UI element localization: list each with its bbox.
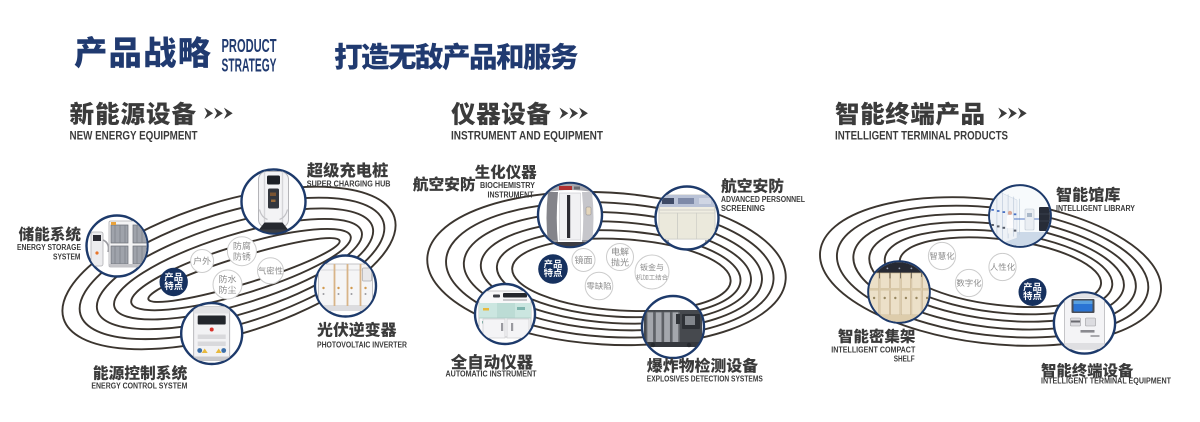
svg-text:SHELF: SHELF	[894, 355, 915, 364]
svg-text:ADVANCED PERSONNEL: ADVANCED PERSONNEL	[721, 195, 805, 204]
svg-text:INSTRUMENT: INSTRUMENT	[488, 191, 534, 200]
svg-text:ENERGY CONTROL SYSTEM: ENERGY CONTROL SYSTEM	[91, 382, 187, 391]
svg-text:PRODUCT: PRODUCT	[222, 35, 277, 56]
svg-text:STRATEGY: STRATEGY	[222, 55, 277, 76]
svg-text:INTELLIGENT TERMINAL EQUIPMENT: INTELLIGENT TERMINAL EQUIPMENT	[1041, 377, 1171, 386]
svg-text:SCREENING: SCREENING	[721, 204, 765, 213]
svg-text:SUPER CHARGING HUB: SUPER CHARGING HUB	[307, 180, 391, 189]
svg-text:INTELLIGENT COMPACT: INTELLIGENT COMPACT	[831, 346, 915, 355]
svg-text:INTELLIGENT LIBRARY: INTELLIGENT LIBRARY	[1056, 204, 1136, 213]
svg-text:BIOCHEMISTRY: BIOCHEMISTRY	[480, 181, 536, 190]
svg-text:EXPLOSIVES DETECTION SYSTEMS: EXPLOSIVES DETECTION SYSTEMS	[647, 374, 763, 383]
svg-text:PHOTOVOLTAIC INVERTER: PHOTOVOLTAIC INVERTER	[317, 341, 407, 350]
svg-text:INSTRUMENT AND EQUIPMENT: INSTRUMENT AND EQUIPMENT	[451, 130, 604, 143]
svg-text:SYSTEM: SYSTEM	[53, 253, 81, 262]
svg-text:INTELLIGENT TERMINAL PRODUCTS: INTELLIGENT TERMINAL PRODUCTS	[835, 130, 1008, 143]
svg-text:NEW ENERGY EQUIPMENT: NEW ENERGY EQUIPMENT	[70, 130, 199, 143]
svg-text:AUTOMATIC INSTRUMENT: AUTOMATIC INSTRUMENT	[446, 370, 537, 379]
svg-text:ENERGY STORAGE: ENERGY STORAGE	[17, 243, 81, 252]
